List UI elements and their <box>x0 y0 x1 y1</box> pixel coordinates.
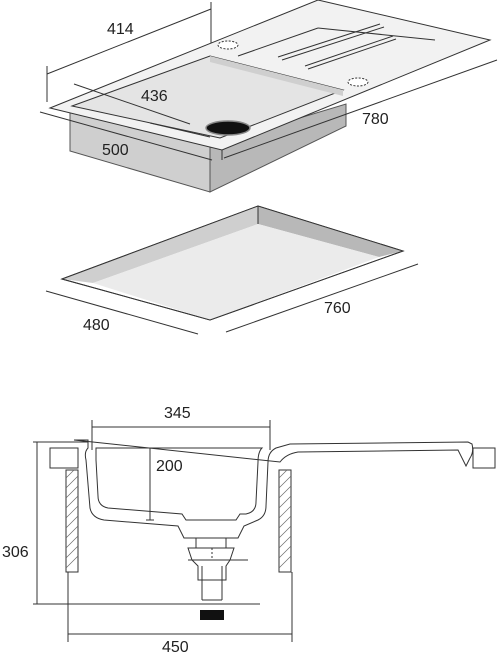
cutout-3d-view: 760 480 <box>45 205 419 335</box>
tap-hole-icon <box>347 77 369 87</box>
sink-section-view: 345 200 306 450 <box>2 405 496 654</box>
dimension-label-306: 306 <box>2 544 29 561</box>
sink-profile-inner <box>95 447 264 521</box>
dimension-760: 760 <box>225 263 419 333</box>
dimension-345: 345 <box>91 405 271 450</box>
dimension-480: 480 <box>45 290 199 335</box>
cabinet-left-wall <box>65 469 79 573</box>
dimension-label-500: 500 <box>102 142 129 159</box>
bowl-inner-wall <box>210 56 343 96</box>
dimension-label-450: 450 <box>162 639 189 654</box>
dimension-label-200: 200 <box>156 458 183 475</box>
dimension-label-345: 345 <box>164 405 191 422</box>
cutout-right-wall <box>258 206 403 257</box>
cutout-floor <box>93 224 379 320</box>
dimension-label-760: 760 <box>324 300 351 317</box>
dimension-450: 450 <box>67 572 293 654</box>
hatching <box>65 469 292 569</box>
tap-hole-icon <box>217 40 239 50</box>
cabinet-right-wall <box>278 469 292 573</box>
sink-profile-outer <box>73 439 474 539</box>
siphon-icon <box>187 537 235 620</box>
dimension-500: 500 <box>39 111 213 161</box>
dimension-306: 306 <box>2 441 260 605</box>
dimension-414: 414 <box>46 2 212 102</box>
dimension-label-780: 780 <box>362 111 389 128</box>
sink-3d-view: 414 436 500 780 <box>39 0 498 193</box>
drain-hole-icon <box>206 121 250 135</box>
dimension-label-480: 480 <box>83 317 110 334</box>
dimension-200: 200 <box>146 448 183 521</box>
dimension-label-414: 414 <box>107 21 134 38</box>
worktop-right-block <box>472 447 496 469</box>
worktop-left-block <box>49 447 79 469</box>
dimension-436: 436 <box>73 83 191 125</box>
dimension-780: 780 <box>221 59 498 160</box>
dimension-label-436: 436 <box>141 88 168 105</box>
cutout-left-wall <box>62 206 258 283</box>
drainer-grooves <box>237 23 436 70</box>
